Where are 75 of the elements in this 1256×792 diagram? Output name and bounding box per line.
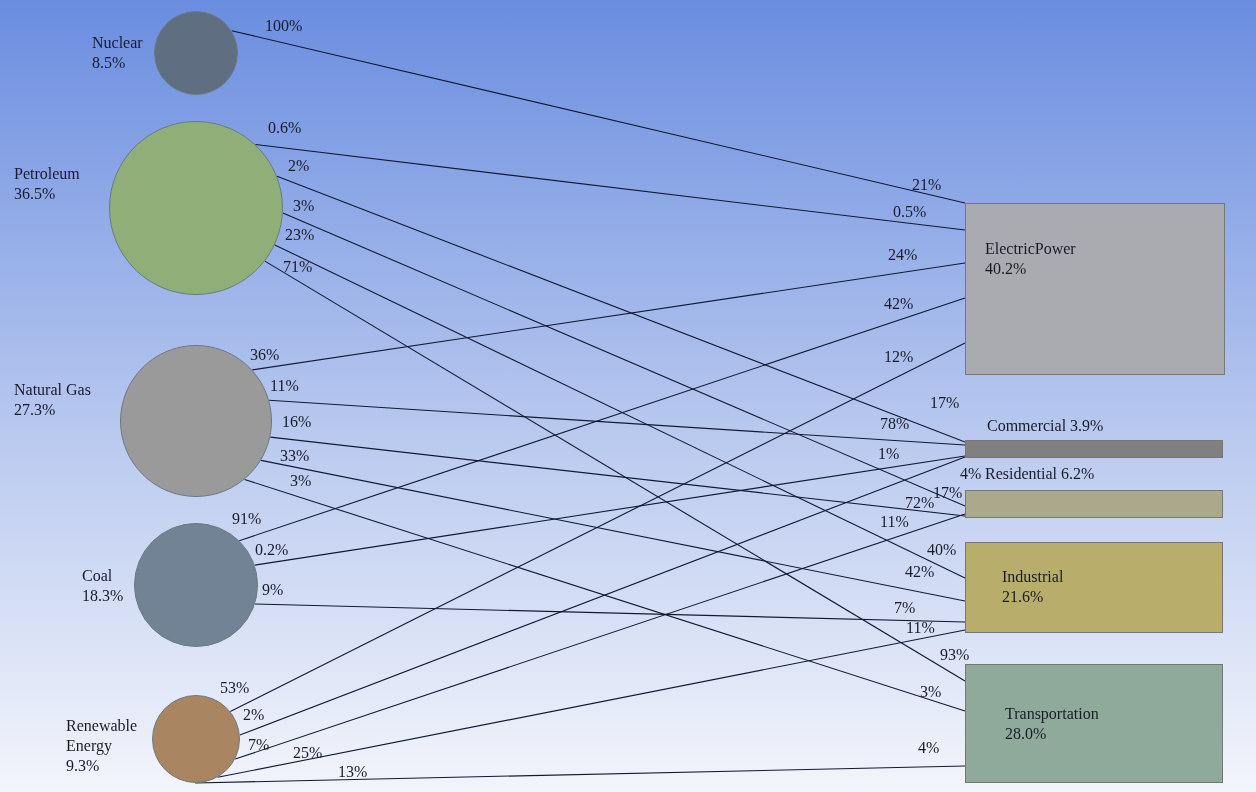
edge-label: 100% (265, 17, 303, 35)
edge-label: 9% (262, 581, 284, 599)
sector-label: Residential 6.2% (985, 464, 1095, 484)
connector-line (217, 629, 966, 778)
connector-line (274, 244, 966, 579)
edge-label: 0.6% (268, 119, 302, 137)
edge-label: 13% (338, 763, 368, 781)
sector-share: 21.6% (1002, 587, 1044, 607)
share-label: 4% (960, 465, 982, 483)
edge-label: 16% (282, 413, 312, 431)
share-label: 93% (940, 646, 970, 664)
share-label: 12% (884, 348, 914, 366)
share-label: 21% (912, 176, 942, 194)
share-label: 42% (905, 563, 935, 581)
edge-label: 33% (280, 447, 310, 465)
sector-name: Industrial (1002, 567, 1064, 587)
energy-source: Petroleum (14, 164, 80, 184)
edge-label: 25% (293, 744, 323, 762)
edge-label: 36% (250, 346, 280, 364)
energy-source: Nuclear (92, 33, 143, 53)
energy-share: 9.3% (66, 756, 100, 776)
edge-label: 3% (290, 472, 312, 490)
share-label: 1% (878, 445, 900, 463)
connector-line (254, 143, 966, 231)
share-label: 7% (894, 599, 916, 617)
connector-line (244, 478, 966, 712)
connector-line (269, 436, 966, 517)
edge-label: 71% (283, 258, 313, 276)
sector-label: Commercial 3.9% (987, 416, 1104, 436)
share-label: 78% (880, 415, 910, 433)
energy-share: 27.3% (14, 400, 56, 420)
energy-source: Renewable Energy (66, 716, 139, 756)
connector-line (264, 260, 966, 682)
connector-line (234, 513, 966, 760)
edge-label: 0.2% (255, 541, 289, 559)
sector-name: ElectricPower (985, 239, 1076, 259)
edge-label: 3% (293, 197, 315, 215)
share-label: 40% (927, 541, 957, 559)
energy-share: 8.5% (92, 53, 126, 73)
share-label: 4% (918, 739, 940, 757)
connector-line (194, 765, 966, 784)
energy-share: 36.5% (14, 184, 56, 204)
edge-label: 2% (243, 706, 265, 724)
sector-name: Transportation (1005, 704, 1099, 724)
share-label: 42% (884, 295, 914, 313)
edge-label: 91% (232, 510, 262, 528)
share-label: 11% (880, 513, 909, 531)
connector-line (239, 456, 966, 736)
connector-line (229, 342, 966, 712)
connector-line (251, 262, 966, 371)
share-label: 0.5% (893, 203, 927, 221)
connector-line (254, 603, 966, 623)
share-label: 17% (930, 394, 960, 412)
sector-share: 28.0% (1005, 724, 1047, 744)
energy-source: Coal (82, 566, 113, 586)
connector-line (231, 30, 966, 204)
connector-line (276, 175, 966, 443)
edge-label: 23% (285, 226, 315, 244)
connector-line (268, 399, 966, 446)
edge-label: 11% (270, 377, 299, 395)
energy-share: 18.3% (82, 586, 124, 606)
sector-share: 40.2% (985, 259, 1027, 279)
energy-source: Natural Gas (14, 380, 91, 400)
share-label: 24% (888, 246, 918, 264)
edge-label: 53% (220, 679, 250, 697)
edge-label: 7% (248, 736, 270, 754)
connector-line (260, 459, 966, 602)
share-label: 72% (905, 494, 935, 512)
share-label: 3% (920, 683, 942, 701)
share-label: 17% (933, 484, 963, 501)
edge-label: 2% (288, 157, 310, 175)
connector-line (282, 212, 966, 507)
share-label: 11% (906, 619, 935, 637)
connector-line (238, 297, 966, 542)
connector-line (254, 455, 966, 566)
